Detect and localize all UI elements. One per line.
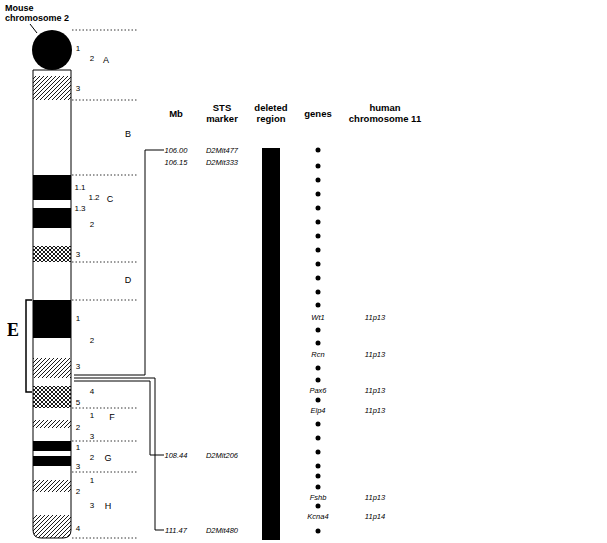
tick [30, 24, 37, 33]
sts-marker: D2Mit333 [206, 158, 238, 167]
band-number: 2 [90, 54, 94, 63]
band-letter: B [125, 129, 131, 139]
band-dividers [72, 30, 138, 538]
band-number: 2 [90, 220, 94, 229]
band-number: 2 [76, 487, 80, 496]
human-locus: 11p13 [365, 350, 385, 359]
centromere [32, 30, 72, 70]
band-number: 1 [76, 314, 80, 323]
band-number: 1 [90, 411, 94, 420]
band-number: 4 [76, 524, 80, 533]
mapping-brackets [74, 150, 164, 530]
band-letter: H [105, 501, 112, 511]
band-number: 1.2 [88, 193, 99, 202]
human-locus: 11p13 [365, 406, 385, 415]
human-locus: 11p13 [365, 493, 385, 502]
band-number: 1.3 [74, 204, 85, 213]
sts-marker: D2Mit480 [206, 526, 238, 535]
gene-name: Rcn [311, 350, 324, 359]
gene-name: Pax6 [309, 386, 326, 395]
band-number: 1 [90, 476, 94, 485]
band-number: 2 [76, 423, 80, 432]
band-letter: D [125, 275, 132, 285]
band-number: 3 [90, 432, 94, 441]
gene-name: Elp4 [310, 406, 325, 415]
region-bracket [26, 300, 32, 392]
sts-marker: D2Mit477 [206, 146, 238, 155]
position-mb: 108.44 [165, 451, 188, 460]
position-mb: 106.00 [165, 146, 188, 155]
gene-dots [316, 148, 321, 534]
column-header: human chromosome 11 [345, 102, 425, 124]
band-letter: C [107, 194, 114, 204]
band-number: 5 [76, 398, 80, 407]
band-letter: F [109, 412, 115, 422]
sts-marker: D2Mit206 [206, 451, 238, 460]
band-number: 1.1 [74, 183, 85, 192]
figure-title: Mouse chromosome 2 [5, 3, 71, 23]
band-number: 1 [76, 44, 80, 53]
band-letter: A [103, 55, 109, 65]
column-header: genes [304, 108, 331, 119]
chromosome-outline [33, 70, 71, 538]
deleted-region-bar [262, 148, 280, 540]
band-number: 3 [90, 501, 94, 510]
band-number: 3 [76, 462, 80, 471]
gene-name: Wt1 [311, 313, 324, 322]
band-letter: G [104, 453, 111, 463]
position-mb: 111.47 [165, 526, 187, 535]
band-number: 3 [76, 362, 80, 371]
band-number: 2 [90, 336, 94, 345]
column-header: Mb [169, 108, 183, 119]
column-header: STS marker [201, 102, 243, 124]
band-number: 1 [76, 443, 80, 452]
column-header: deleted region [248, 102, 294, 124]
human-locus: 11p14 [365, 512, 385, 521]
human-locus: 11p13 [365, 313, 385, 322]
chromosome-bands [33, 70, 71, 538]
region-label: E [7, 320, 19, 341]
band-number: 3 [76, 250, 80, 259]
gene-name: Kcna4 [307, 512, 328, 521]
band-number: 3 [76, 84, 80, 93]
band-number: 4 [90, 387, 94, 396]
human-locus: 11p13 [365, 386, 385, 395]
gene-name: Fshb [310, 493, 327, 502]
band-number: 2 [90, 453, 94, 462]
position-mb: 106.15 [165, 158, 188, 167]
